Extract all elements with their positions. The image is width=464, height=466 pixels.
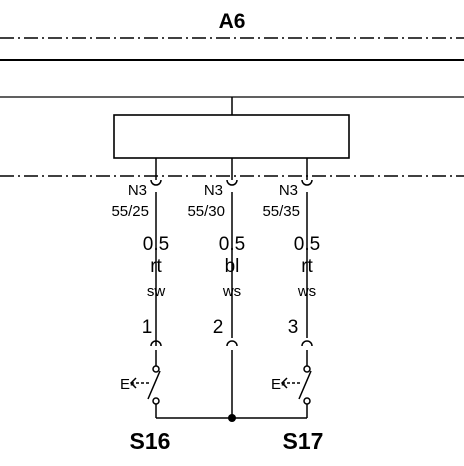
plug-symbol-3 (301, 340, 313, 347)
wire-2-size: 0.5 (219, 234, 245, 255)
switch-label-s17: S17 (283, 428, 324, 454)
wire-3-color1: rt (301, 256, 313, 277)
connector-2-pin: 55/30 (187, 203, 225, 220)
junction-dot (228, 414, 236, 422)
switch-s17-bottom-contact (303, 397, 311, 405)
switch-s16-bottom-contact (152, 397, 160, 405)
connector-2-name: N3 (204, 182, 223, 199)
pin-number-3: 3 (288, 317, 299, 338)
connector-1-pin: 55/25 (111, 203, 149, 220)
connector-symbol-1 (150, 179, 162, 186)
wire-1-size: 0.5 (143, 234, 169, 255)
connector-3-name: N3 (279, 182, 298, 199)
switch-label-s16: S16 (130, 428, 171, 454)
control-module-box (113, 114, 350, 159)
switch-s17-actuator-label: E- (271, 376, 286, 393)
connector-1-name: N3 (128, 182, 147, 199)
module-label: A6 (219, 10, 246, 33)
wire-3-color2: ws (297, 283, 316, 300)
connector-symbol-2 (226, 179, 238, 186)
switch-s17-actuator-arrow (280, 377, 288, 389)
wire-2-color1: bl (225, 256, 240, 277)
switch-s17-top-contact (303, 365, 311, 373)
switch-s16-actuator-label: E- (120, 376, 135, 393)
connector-symbol-3 (301, 179, 313, 186)
wire-1-color1: rt (150, 256, 162, 277)
switch-s17-blade (298, 370, 312, 400)
switch-s16-blade (147, 370, 161, 400)
plug-symbol-2 (226, 340, 238, 347)
pin-number-2: 2 (213, 317, 224, 338)
switch-s16-top-contact (152, 365, 160, 373)
switch-s16-actuator-arrow (129, 377, 137, 389)
wire-2-color2: ws (222, 283, 241, 300)
wire-3-size: 0.5 (294, 234, 320, 255)
connector-3-pin: 55/35 (262, 203, 300, 220)
wire-1-color2: sw (147, 283, 166, 300)
pin-number-1: 1 (142, 317, 153, 338)
